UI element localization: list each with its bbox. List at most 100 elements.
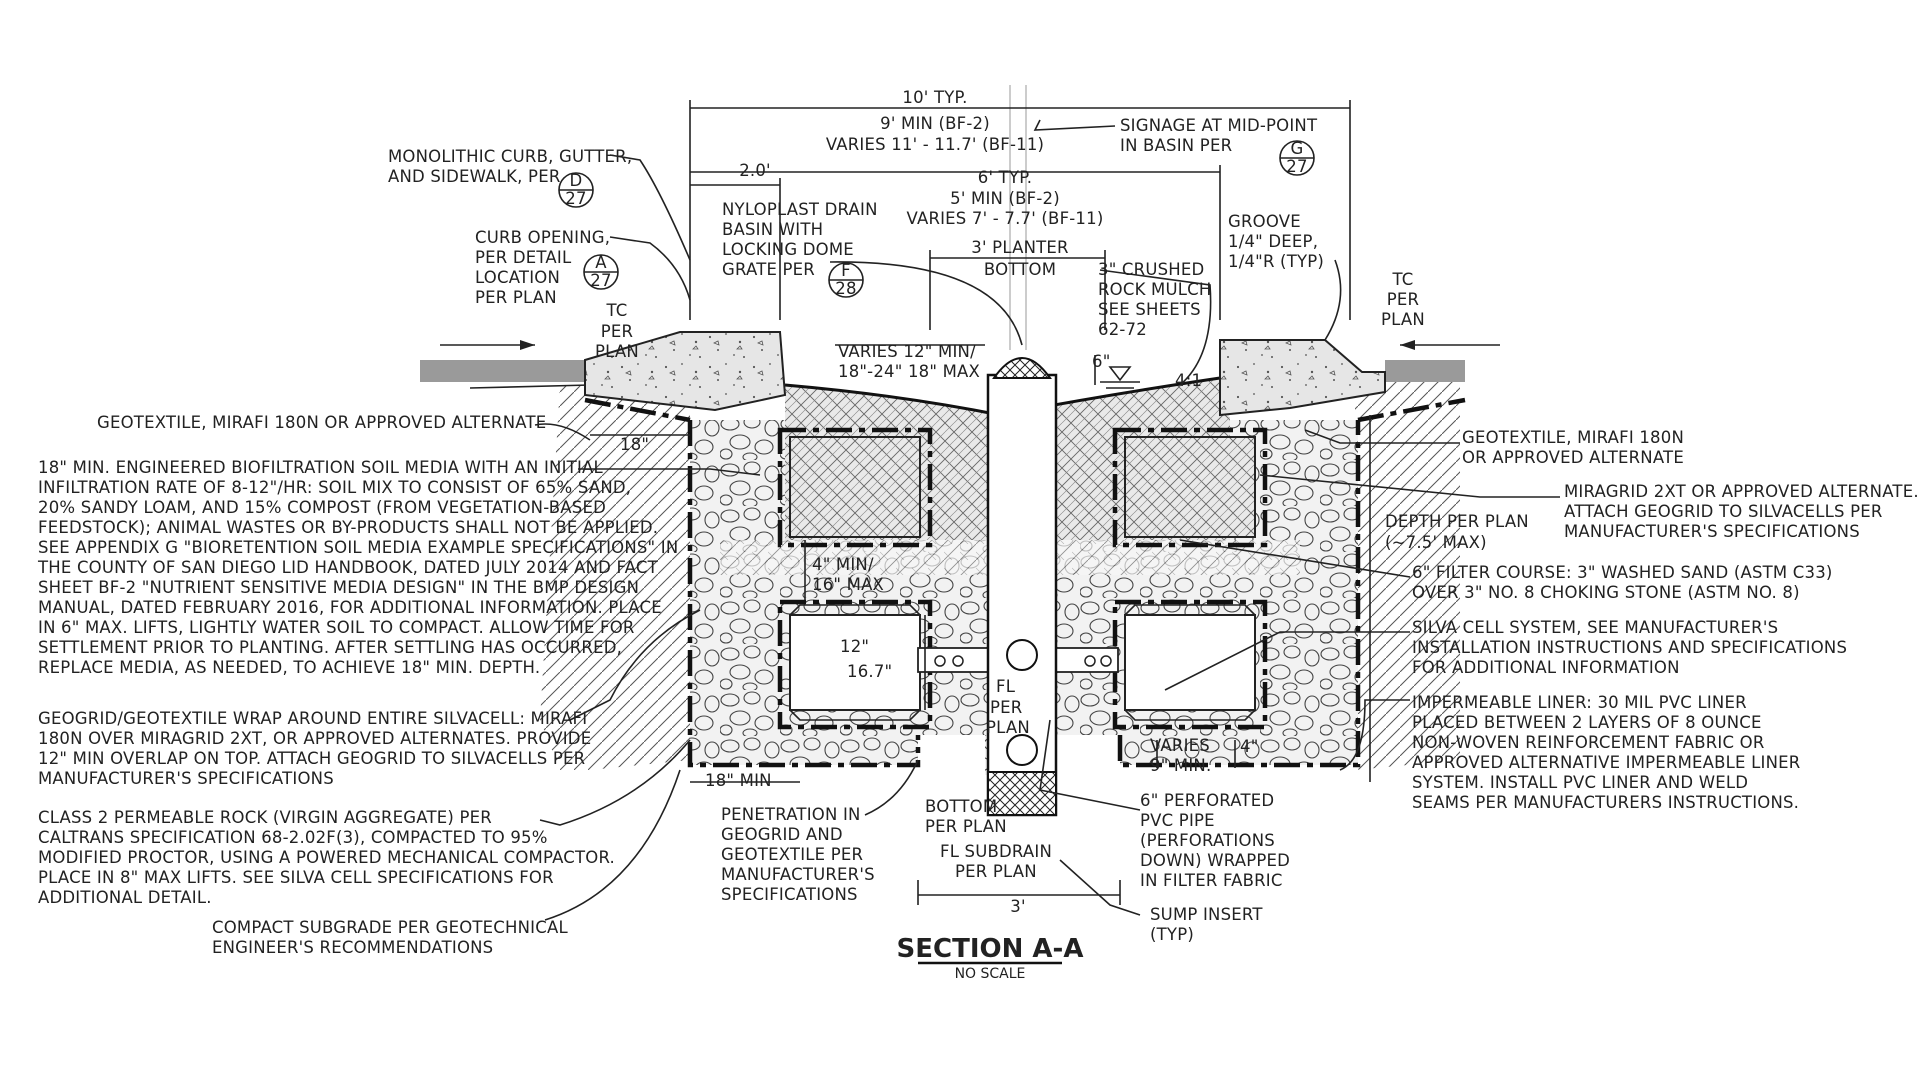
svg-text:GEOTEXTILE, MIRAFI 180N: GEOTEXTILE, MIRAFI 180N: [1462, 428, 1684, 447]
svg-text:MODIFIED PROCTOR, USING A POWE: MODIFIED PROCTOR, USING A POWERED MECHAN…: [38, 848, 615, 867]
callout-soil-media: 18" MIN. ENGINEERED BIOFILTRATION SOIL M…: [37, 458, 678, 677]
svg-text:BASIN WITH: BASIN WITH: [722, 220, 823, 239]
svg-text:THE COUNTY OF SAN DIEGO LID HA: THE COUNTY OF SAN DIEGO LID HANDBOOK, DA…: [37, 558, 659, 577]
callout-geotextile-right: GEOTEXTILE, MIRAFI 180N OR APPROVED ALTE…: [1462, 428, 1684, 467]
callout-permeable-rock: CLASS 2 PERMEABLE ROCK (VIRGIN AGGREGATE…: [38, 808, 615, 907]
section-subtitle: NO SCALE: [955, 966, 1026, 982]
tc-right-1: TC: [1391, 270, 1413, 289]
dim-varies-11: VARIES 11' - 11.7' (BF-11): [826, 135, 1044, 154]
curb-right[interactable]: [1219, 339, 1386, 417]
dim-6-typ: 6' TYP.: [978, 168, 1032, 187]
dim-varies-12a: VARIES 12" MIN/: [838, 342, 976, 361]
subgrade-hatch: [420, 360, 1465, 770]
svg-text:AND SIDEWALK, PER: AND SIDEWALK, PER: [388, 167, 561, 186]
ref-circle-g27[interactable]: G 27: [1279, 139, 1315, 176]
svg-text:GEOTEXTILE PER: GEOTEXTILE PER: [721, 845, 863, 864]
svg-text:SEAMS PER MANUFACTURERS INSTRU: SEAMS PER MANUFACTURERS INSTRUCTIONS.: [1412, 793, 1799, 812]
svg-text:SUMP INSERT: SUMP INSERT: [1150, 905, 1263, 924]
svg-text:(PERFORATIONS: (PERFORATIONS: [1140, 831, 1275, 850]
callout-curb: MONOLITHIC CURB, GUTTER, AND SIDEWALK, P…: [388, 147, 632, 186]
dim-12in: 12": [840, 637, 869, 656]
water-level-symbol: [1100, 366, 1140, 389]
svg-text:SEE SHEETS: SEE SHEETS: [1098, 300, 1201, 319]
svg-text:IN BASIN PER: IN BASIN PER: [1120, 136, 1232, 155]
dim-planter-2: BOTTOM: [984, 260, 1056, 279]
svg-text:CALTRANS SPECIFICATION 68-2.02: CALTRANS SPECIFICATION 68-2.02F(3), COMP…: [38, 828, 548, 847]
svg-text:SILVA CELL SYSTEM, SEE MANUFAC: SILVA CELL SYSTEM, SEE MANUFACTURER'S: [1412, 618, 1778, 637]
svg-text:SIGNAGE AT MID-POINT: SIGNAGE AT MID-POINT: [1120, 116, 1318, 135]
callout-sump-insert: SUMP INSERT (TYP): [1150, 905, 1263, 944]
svg-text:FEEDSTOCK); ANIMAL WASTES OR B: FEEDSTOCK); ANIMAL WASTES OR BY-PRODUCTS…: [38, 518, 658, 537]
svg-text:COMPACT SUBGRADE PER GEOTECHNI: COMPACT SUBGRADE PER GEOTECHNICAL: [212, 918, 568, 937]
ref-circle-f28[interactable]: F 28: [828, 261, 864, 298]
section-title-block: SECTION A-A NO SCALE: [897, 934, 1084, 982]
callout-geotextile-left: GEOTEXTILE, MIRAFI 180N OR APPROVED ALTE…: [97, 413, 546, 432]
slope-4-1: 4:1: [1175, 371, 1202, 390]
svg-text:DOWN) WRAPPED: DOWN) WRAPPED: [1140, 851, 1290, 870]
dim-fl-3: PLAN: [986, 718, 1030, 737]
svg-text:D: D: [570, 171, 583, 190]
tc-right-2: PER: [1387, 290, 1419, 309]
svg-text:LOCKING DOME: LOCKING DOME: [722, 240, 854, 259]
nyloplast-drain-riser[interactable]: [986, 357, 1058, 817]
dim-fl-1: FL: [996, 677, 1016, 696]
dim-2-0: 2.0': [739, 161, 771, 180]
svg-text:MANUAL, DATED FEBRUARY 2016, F: MANUAL, DATED FEBRUARY 2016, FOR ADDITIO…: [38, 598, 662, 617]
ref-circle-a27[interactable]: A 27: [583, 253, 619, 290]
dim-bottom-1: BOTTOM: [925, 797, 997, 816]
dim-bottom-2: PER PLAN: [925, 817, 1007, 836]
svg-text:ENGINEER'S RECOMMENDATIONS: ENGINEER'S RECOMMENDATIONS: [212, 938, 493, 957]
svg-text:G: G: [1291, 139, 1304, 158]
callout-silva-cell: SILVA CELL SYSTEM, SEE MANUFACTURER'S IN…: [1412, 618, 1847, 677]
dim-flsub-1: FL SUBDRAIN: [940, 842, 1052, 861]
svg-text:6" PERFORATED: 6" PERFORATED: [1140, 791, 1274, 810]
dimension-text: 10' TYP. 9' MIN (BF-2) VARIES 11' - 11.7…: [595, 88, 1529, 916]
svg-text:MONOLITHIC CURB, GUTTER,: MONOLITHIC CURB, GUTTER,: [388, 147, 632, 166]
callout-filter-course: 6" FILTER COURSE: 3" WASHED SAND (ASTM C…: [1412, 563, 1833, 602]
svg-text:IN FILTER FABRIC: IN FILTER FABRIC: [1140, 871, 1283, 890]
svg-text:NYLOPLAST DRAIN: NYLOPLAST DRAIN: [722, 200, 878, 219]
svg-text:PER PLAN: PER PLAN: [475, 288, 557, 307]
section-title: SECTION A-A: [897, 934, 1084, 964]
svg-text:SHEET BF-2 "NUTRIENT SENSITIVE: SHEET BF-2 "NUTRIENT SENSITIVE MEDIA DES…: [38, 578, 639, 597]
svg-text:ATTACH GEOGRID TO SILVACELLS P: ATTACH GEOGRID TO SILVACELLS PER: [1564, 502, 1883, 521]
svg-text:IMPERMEABLE LINER: 30 MIL PVC: IMPERMEABLE LINER: 30 MIL PVC LINER: [1412, 693, 1747, 712]
dim-depth-2: (~7.5' MAX): [1385, 533, 1487, 552]
svg-text:CURB OPENING,: CURB OPENING,: [475, 228, 610, 247]
callout-curb-opening: CURB OPENING, PER DETAIL LOCATION PER PL…: [475, 228, 610, 307]
svg-text:ADDITIONAL DETAIL.: ADDITIONAL DETAIL.: [38, 888, 212, 907]
svg-text:(TYP): (TYP): [1150, 925, 1194, 944]
impermeable-liner-outline: [584, 397, 1466, 768]
svg-text:MIRAGRID 2XT OR APPROVED ALTER: MIRAGRID 2XT OR APPROVED ALTERNATE.: [1564, 482, 1919, 501]
callout-geogrid-wrap: GEOGRID/GEOTEXTILE WRAP AROUND ENTIRE SI…: [38, 709, 591, 788]
silva-cell-upper-left[interactable]: [777, 427, 933, 548]
callout-penetration: PENETRATION IN GEOGRID AND GEOTEXTILE PE…: [721, 805, 875, 904]
svg-text:27: 27: [565, 189, 586, 208]
svg-text:27: 27: [590, 271, 611, 290]
dim-4-min: 4" MIN/: [812, 555, 874, 574]
dim-varies-9b: 9" MIN.: [1150, 756, 1211, 775]
dim-flsub-2: PER PLAN: [955, 862, 1037, 881]
svg-text:SETTLEMENT PRIOR TO PLANTING.: SETTLEMENT PRIOR TO PLANTING. AFTER SETT…: [38, 638, 622, 657]
curb-left[interactable]: [584, 331, 787, 412]
svg-text:18" MIN. ENGINEERED BIOFILTRAT: 18" MIN. ENGINEERED BIOFILTRATION SOIL M…: [38, 458, 603, 477]
ref-circle-d27[interactable]: D 27: [558, 171, 594, 208]
svg-text:6" FILTER COURSE: 3" WASHED SA: 6" FILTER COURSE: 3" WASHED SAND (ASTM C…: [1412, 563, 1833, 582]
dim-fl-2: PER: [990, 698, 1022, 717]
callout-signage: SIGNAGE AT MID-POINT IN BASIN PER: [1120, 116, 1318, 155]
svg-text:PER DETAIL: PER DETAIL: [475, 248, 572, 267]
dim-18in: 18": [620, 435, 649, 454]
svg-text:ROCK MULCH: ROCK MULCH: [1098, 280, 1211, 299]
callout-groove: GROOVE 1/4" DEEP, 1/4"R (TYP): [1228, 212, 1324, 271]
svg-text:GEOTEXTILE, MIRAFI 180N OR APP: GEOTEXTILE, MIRAFI 180N OR APPROVED ALTE…: [97, 413, 546, 432]
dim-16-max: 16" MAX: [812, 575, 884, 594]
silva-cell-upper-right[interactable]: [1112, 427, 1268, 548]
silva-cell-lower-right[interactable]: [1112, 599, 1268, 730]
svg-text:20% SANDY LOAM, AND 15% COMPOS: 20% SANDY LOAM, AND 15% COMPOST (FROM VE…: [38, 498, 606, 517]
svg-text:APPROVED ALTERNATIVE IMPERMEAB: APPROVED ALTERNATIVE IMPERMEABLE LINER: [1412, 753, 1800, 772]
svg-text:MANUFACTURER'S: MANUFACTURER'S: [721, 865, 875, 884]
dim-10-typ: 10' TYP.: [902, 88, 967, 107]
signage-post: [1009, 85, 1027, 350]
svg-text:GEOGRID AND: GEOGRID AND: [721, 825, 843, 844]
svg-text:A: A: [595, 253, 607, 272]
